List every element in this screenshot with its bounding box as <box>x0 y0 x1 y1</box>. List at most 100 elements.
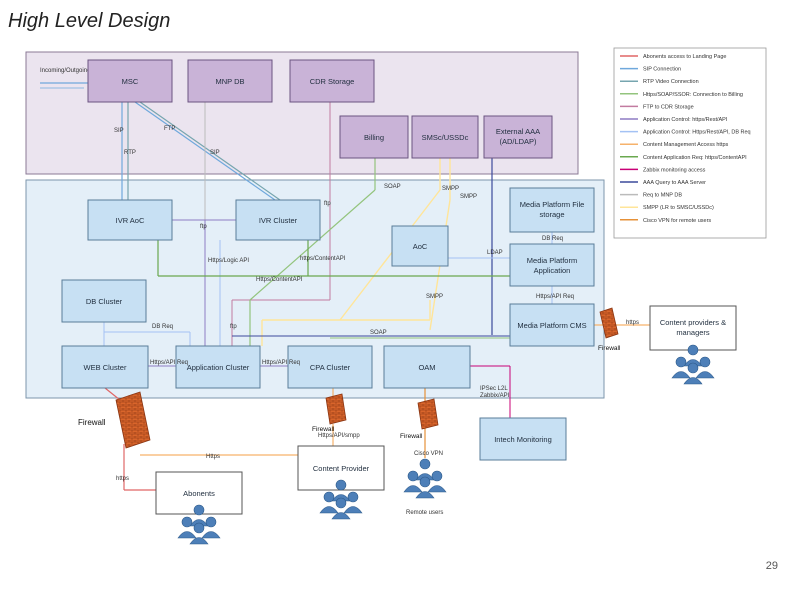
legend-item: Content Management Access https <box>620 142 729 148</box>
slide-title: High Level Design <box>8 10 171 32</box>
external-aaa-node: External AAA (AD/LDAP) <box>483 115 553 159</box>
db-cluster-label: DB Cluster <box>86 297 123 306</box>
legend-item: Abonents access to Landing Page <box>620 54 726 60</box>
edge-https-logic-api: Https/Logic API <box>208 258 249 264</box>
msc-label: MSC <box>122 77 139 86</box>
ivr-cluster-label: IVR Cluster <box>259 216 298 225</box>
firewall-cms-label: Firewall <box>598 345 621 352</box>
media-app-label-1: Media Platform <box>527 256 577 265</box>
mnp-db-label: MNP DB <box>215 77 244 86</box>
legend-item: SIP Connection <box>620 67 681 73</box>
legend-item: Application Control: Https/Rest/API, DB … <box>620 130 751 136</box>
media-storage-label-2: storage <box>539 210 564 219</box>
ivr-cluster-node: IVR Cluster <box>235 199 321 241</box>
cpa-cluster-label: CPA Cluster <box>310 363 351 372</box>
content-providers-label-2: managers <box>676 328 710 337</box>
edge-https-api-req-1: Https/API Req <box>536 294 574 300</box>
legend-label: Application Control: https/Rest/API <box>643 117 728 123</box>
edge-ldap: LDAP <box>487 250 503 256</box>
edge-https-content-api-2: Https/ContentAPI <box>256 277 303 283</box>
content-providers-node: Content providers & managers <box>649 305 737 351</box>
edge-ftp-2: ftp <box>324 201 331 207</box>
oam-node: OAM <box>383 345 471 389</box>
legend-label: SMPP (LR to SMSC/USSDc) <box>643 205 714 211</box>
users-icon-abonents <box>177 504 221 545</box>
media-app-label-2: Application <box>534 266 571 275</box>
mnp-db-node: MNP DB <box>187 59 273 103</box>
content-providers-label-1: Content providers & <box>660 318 726 327</box>
ivr-aoc-label: IVR AoC <box>116 216 145 225</box>
legend-label: Content Application Req: https/ContentAP… <box>643 155 747 161</box>
legend-item: SMPP (LR to SMSC/USSDc) <box>620 205 714 211</box>
legend-label: Abonents access to Landing Page <box>643 54 726 60</box>
legend-label: Application Control: Https/Rest/API, DB … <box>643 130 751 136</box>
cpa-cluster-node: CPA Cluster <box>287 345 373 389</box>
oam-label: OAM <box>418 363 435 372</box>
edge-rtp: RTP <box>124 150 136 156</box>
users-icon-content-provider <box>319 479 363 520</box>
msc-node: MSC <box>87 59 173 103</box>
edge-sip: SIP <box>114 128 124 134</box>
legend-item: Zabbix monitoring access <box>620 167 706 173</box>
edge-http-abon: https <box>116 476 129 482</box>
application-cluster-label: Application Cluster <box>187 363 250 372</box>
users-icon-content-managers <box>671 344 715 385</box>
legend-item: Req to MNP DB <box>620 193 682 199</box>
edge-smpp-2: SMPP <box>460 194 477 200</box>
application-cluster-node: Application Cluster <box>175 345 261 389</box>
edge-smpp-3: SMPP <box>426 294 443 300</box>
media-storage-label-1: Media Platform File <box>520 200 585 209</box>
legend-item: AAA Query to AAA Server <box>620 180 706 186</box>
intech-monitoring-node: Intech Monitoring <box>479 417 567 461</box>
users-icon-remote <box>403 458 447 499</box>
edge-ftp-4: ftp <box>230 324 237 330</box>
web-cluster-node: WEB Cluster <box>61 345 149 389</box>
media-storage-node: Media Platform File storage <box>509 187 595 233</box>
remote-users-label: Remote users <box>406 510 443 516</box>
legend-label: Zabbix monitoring access <box>643 167 706 173</box>
intech-monitoring-label: Intech Monitoring <box>494 435 552 444</box>
edge-https-content-api-1: https/ContentAPI <box>300 256 346 262</box>
content-provider-label: Content Provider <box>313 464 370 473</box>
aoc-node: AoC <box>391 225 449 267</box>
legend-label: AAA Query to AAA Server <box>643 180 706 186</box>
aoc-label: AoC <box>413 242 428 251</box>
edge-db-req-2: DB Req <box>152 324 173 330</box>
web-cluster-label: WEB Cluster <box>84 363 127 372</box>
media-cms-label: Media Platform CMS <box>517 321 586 330</box>
edge-sip-2: SIP <box>210 150 220 156</box>
edge-ftp: FTP <box>164 126 175 132</box>
smsc-ussdc-node: SMSc/USSDc <box>411 115 479 159</box>
legend-item: RTP Video Connection <box>620 79 699 85</box>
media-cms-node: Media Platform CMS <box>509 303 595 347</box>
edge-smpp-1: SMPP <box>442 186 459 192</box>
legend-label: Req to MNP DB <box>643 193 682 199</box>
edge-https-2: Https <box>206 454 220 460</box>
legend-label: Content Management Access https <box>643 142 729 148</box>
edge-https: https <box>626 320 639 326</box>
external-aaa-label-1: External AAA <box>496 127 540 136</box>
media-app-node: Media Platform Application <box>509 243 595 287</box>
edge-https-api-req-2: Https/API Req <box>150 360 188 366</box>
firewall-cms: Firewall <box>598 307 621 352</box>
firewall-cpa: Firewall <box>312 393 347 433</box>
edge-ssoap: SOAP <box>370 330 387 336</box>
edge-cisco-vpn: Cisco VPN <box>414 451 443 457</box>
cdr-storage-label: CDR Storage <box>310 77 355 86</box>
legend-item: FTP to CDR Storage <box>620 104 694 110</box>
legend-label: Https/SOAP/SSOR: Connection to Billing <box>643 92 743 98</box>
page-number: 29 <box>765 560 778 572</box>
edge-https-api-smpp: Https/API/smpp <box>318 433 360 439</box>
smsc-ussdc-label: SMSc/USSDc <box>422 133 469 142</box>
firewall-main: Firewall <box>78 391 151 449</box>
cdr-storage-node: CDR Storage <box>289 59 375 103</box>
legend-label: Cisco VPN for remote users <box>643 218 711 224</box>
legend-label: SIP Connection <box>643 67 681 73</box>
edge-ftp-3: ftp <box>200 224 207 230</box>
legend-item: Application Control: https/Rest/API <box>620 117 728 123</box>
firewall-cpa-label: Firewall <box>312 426 335 433</box>
external-aaa-label-2: (AD/LDAP) <box>499 137 537 146</box>
billing-node: Billing <box>339 115 409 159</box>
